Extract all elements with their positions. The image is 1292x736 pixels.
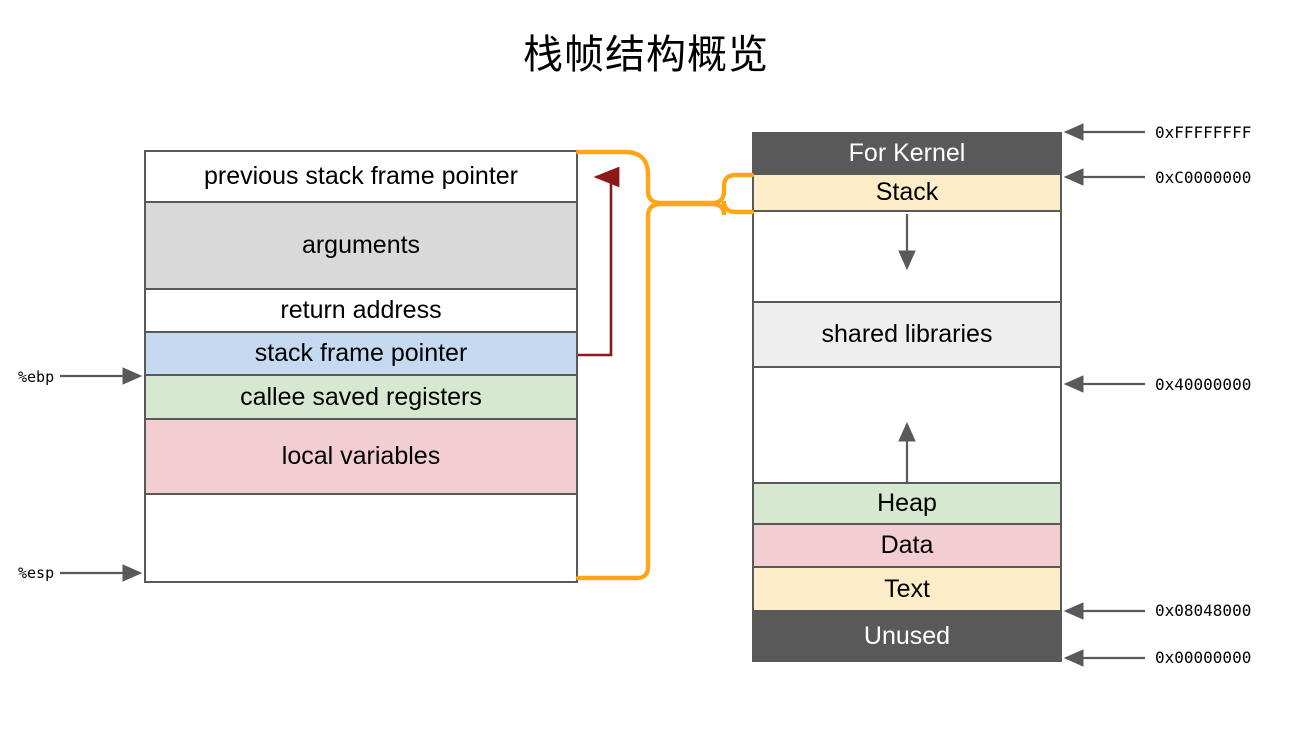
stack-frame-row-free-space [144,495,578,583]
address-label-0x00000000: 0x00000000 [1155,648,1252,667]
segment-label: shared libraries [821,320,993,348]
esp-pointer-label: %esp [18,564,55,582]
address-label-0x40000000: 0x40000000 [1155,375,1252,394]
segment-label: Unused [863,621,951,650]
memory-segment-text: Text [752,568,1062,612]
memory-segment-stack-growth-gap [752,212,1062,303]
segment-label: Data [880,531,934,559]
row-label: callee saved registers [240,382,482,411]
memory-segment-heap-growth-gap [752,368,1062,484]
address-label-0xFFFFFFFF: 0xFFFFFFFF [1155,123,1252,142]
stack-frame-row-previous-stack-frame-pointer: previous stack frame pointer [144,150,578,203]
stack-frame-row-local-variables: local variables [144,420,578,495]
segment-label: Text [884,574,930,603]
address-label-0x08048000: 0x08048000 [1155,601,1252,620]
stack-frame-row-callee-saved-registers: callee saved registers [144,376,578,420]
memory-segment-stack: Stack [752,175,1062,212]
page-title: 栈帧结构概览 [523,33,769,77]
memory-segment-for-kernel: For Kernel [752,132,1062,175]
memory-segment-data: Data [752,525,1062,568]
segment-label: Heap [877,489,937,517]
ebp-pointer-label: %ebp [18,368,55,386]
row-label: previous stack frame pointer [203,162,519,190]
stack-frame-to-stack-segment-bracket [575,149,755,581]
stack-frame-row-arguments: arguments [144,203,578,290]
stack-frame-row-stack-frame-pointer: stack frame pointer [144,333,578,376]
memory-segment-unused: Unused [752,612,1062,662]
memory-segment-heap: Heap [752,484,1062,525]
memory-segment-shared-libraries: shared libraries [752,303,1062,368]
row-label: return address [280,296,442,324]
row-label: stack frame pointer [254,339,468,367]
row-label: local variables [281,442,441,470]
address-label-0xC0000000: 0xC0000000 [1155,168,1252,187]
segment-label: For Kernel [848,139,966,167]
row-label: arguments [301,231,421,259]
segment-label: Stack [875,178,939,206]
stack-frame-row-return-address: return address [144,290,578,333]
saved-frame-pointer-link-arrow [578,166,620,357]
